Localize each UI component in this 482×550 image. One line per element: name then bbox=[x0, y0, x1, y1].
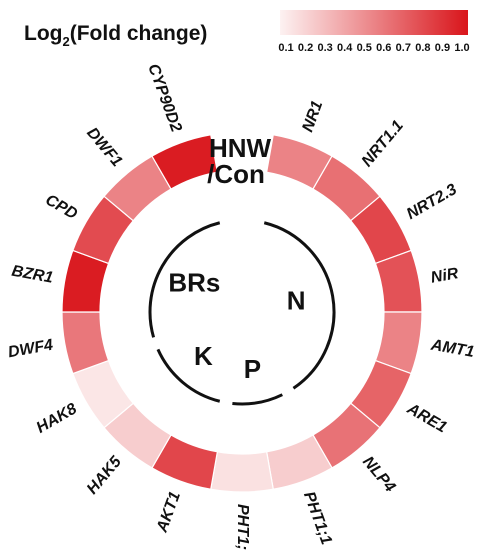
group-arc-k bbox=[156, 348, 221, 403]
gene-label: HAK5 bbox=[84, 453, 126, 498]
gene-label: CYP90D2 bbox=[144, 62, 184, 135]
colorbar-title-main: Log bbox=[24, 22, 62, 45]
gene-label: AMT1 bbox=[429, 337, 476, 362]
colorbar-tick-label: 0.8 bbox=[415, 42, 430, 54]
ring-segments bbox=[61, 134, 423, 493]
colorbar-gradient bbox=[280, 10, 468, 35]
gene-label: NRT1.1 bbox=[359, 117, 407, 170]
gene-label: PHT1;4 bbox=[234, 504, 251, 550]
gene-label: DWF1 bbox=[83, 125, 125, 171]
group-label-k: K bbox=[194, 341, 213, 371]
colorbar-tick-label: 0.7 bbox=[396, 42, 411, 54]
gene-label: PHT1;1 bbox=[300, 489, 335, 547]
gene-label: AKT1 bbox=[153, 489, 184, 535]
gene-label: NLP4 bbox=[359, 453, 398, 495]
colorbar-tick-label: 0.1 bbox=[278, 42, 293, 54]
group-arc-n bbox=[263, 221, 336, 390]
colorbar-title-rest: (Fold change) bbox=[70, 22, 208, 45]
group-label-brs: BRs bbox=[168, 267, 220, 297]
gene-label: NRT2.3 bbox=[404, 181, 460, 223]
colorbar-ticks: 0.1 0.2 0.3 0.4 0.5 0.6 0.7 0.8 0.9 1.0 bbox=[278, 42, 469, 54]
group-labels: N P K BRs bbox=[168, 267, 305, 384]
gene-label: BZR1 bbox=[10, 263, 54, 287]
group-arc-brs bbox=[148, 221, 221, 338]
colorbar-tick-label: 0.6 bbox=[376, 42, 391, 54]
heatmap-segment-cyp90d2 bbox=[151, 134, 219, 190]
heatmap-segment-pht14 bbox=[210, 451, 274, 493]
center-label-line2: /Con bbox=[207, 159, 265, 189]
colorbar-tick-label: 0.4 bbox=[337, 42, 353, 54]
group-arcs bbox=[148, 221, 336, 406]
group-label-n: N bbox=[287, 285, 306, 315]
colorbar-tick-label: 0.3 bbox=[317, 42, 332, 54]
colorbar-tick-label: 1.0 bbox=[454, 42, 469, 54]
center-label-line1: HNW bbox=[209, 133, 272, 163]
colorbar-title-sub: 2 bbox=[62, 34, 69, 49]
gene-label: DWF4 bbox=[7, 337, 55, 362]
gene-label: ARE1 bbox=[403, 400, 449, 437]
colorbar-title: Log2(Fold change) bbox=[24, 22, 207, 49]
gene-label: NR1 bbox=[299, 98, 326, 134]
colorbar-tick-label: 0.5 bbox=[357, 42, 372, 54]
gene-label: NiR bbox=[430, 265, 461, 287]
gene-label: CPD bbox=[42, 192, 80, 224]
group-arc-p bbox=[232, 393, 283, 406]
group-label-p: P bbox=[244, 354, 261, 384]
colorbar-tick-label: 0.9 bbox=[435, 42, 450, 54]
colorbar-tick-label: 0.2 bbox=[298, 42, 313, 54]
gene-label: HAK8 bbox=[34, 400, 80, 437]
